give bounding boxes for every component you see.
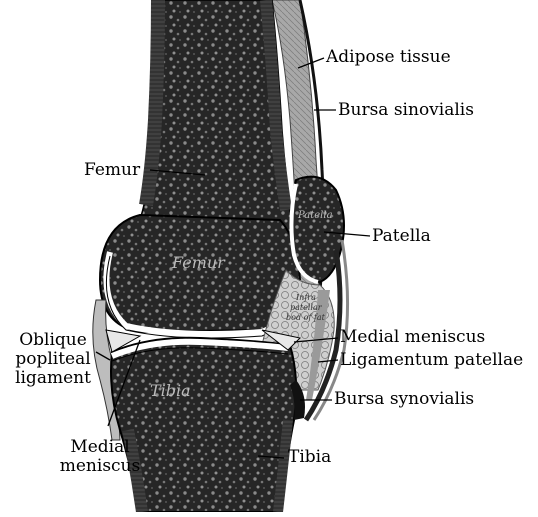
- label-oblique-line-1: Oblique: [6, 331, 100, 350]
- femur-inscription: Femur: [171, 253, 226, 272]
- label-oblique-line-2: popliteal: [6, 350, 100, 369]
- label-medial-meniscus-left: Medial meniscus: [44, 438, 156, 476]
- label-femur: Femur: [84, 161, 140, 180]
- label-adipose-tissue: Adipose tissue: [326, 48, 451, 67]
- label-bursa-synovialis: Bursa synovialis: [334, 390, 474, 409]
- label-ligamentum-patellae: Ligamentum patellae: [340, 351, 523, 370]
- patella-inscription: Patella: [297, 210, 333, 221]
- tibia-inscription: Tibia: [150, 381, 191, 400]
- infrapatellar-inscription-2: patellar: [290, 303, 323, 312]
- label-medial-meniscus-left-line-1: Medial: [44, 438, 156, 457]
- infrapatellar-inscription-3: bod of fat: [286, 313, 326, 322]
- label-oblique-line-3: ligament: [6, 369, 100, 388]
- label-bursa-sinovialis: Bursa sinovialis: [338, 101, 474, 120]
- label-oblique-popliteal-ligament: Oblique popliteal ligament: [6, 331, 100, 388]
- infrapatellar-inscription-1: Infra: [295, 293, 316, 302]
- label-medial-meniscus-right: Medial meniscus: [340, 328, 485, 347]
- label-tibia: Tibia: [288, 448, 331, 467]
- label-patella: Patella: [372, 227, 431, 246]
- label-medial-meniscus-left-line-2: meniscus: [44, 457, 156, 476]
- femur-cortex-posterior: [146, 0, 158, 205]
